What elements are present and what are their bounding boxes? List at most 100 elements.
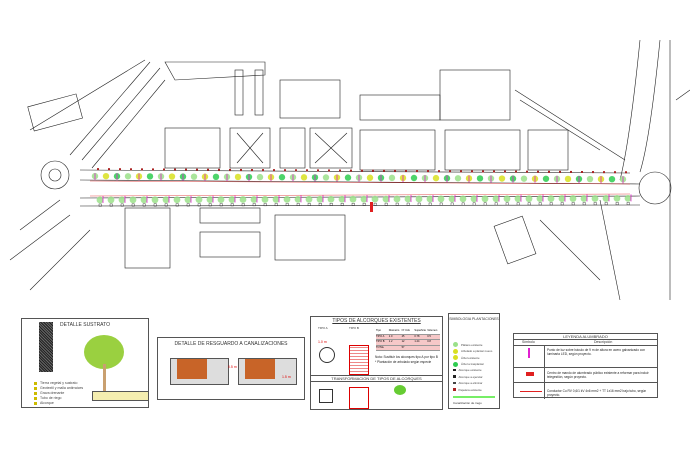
table-cell: 0.78 bbox=[414, 334, 420, 338]
pit-symbol bbox=[119, 168, 121, 171]
legend-label: Árbol a trasplantar bbox=[461, 362, 484, 366]
legend-symbol-icon bbox=[453, 355, 458, 360]
tree-symbol bbox=[580, 195, 588, 202]
tree-symbol bbox=[129, 196, 137, 204]
pit-symbol bbox=[626, 202, 630, 205]
pit-symbol bbox=[263, 203, 267, 207]
pit-symbol bbox=[384, 202, 388, 206]
legend-symbol-icon bbox=[453, 381, 456, 385]
pit-symbol bbox=[186, 203, 190, 207]
pit-symbol bbox=[438, 170, 440, 173]
street-plan bbox=[9, 39, 690, 301]
pit-symbol bbox=[383, 169, 385, 172]
pit-symbol bbox=[504, 170, 506, 173]
cable-line bbox=[89, 180, 631, 185]
tree-symbol bbox=[96, 196, 104, 204]
tree-symbol bbox=[459, 195, 467, 203]
pit-symbol bbox=[593, 202, 597, 206]
tree-symbol bbox=[184, 196, 192, 204]
tree-symbol bbox=[503, 195, 511, 203]
tree-symbol bbox=[613, 195, 621, 202]
dimension-label: 1.0 m bbox=[318, 340, 327, 344]
tree-symbol bbox=[520, 175, 528, 182]
pit-symbol bbox=[350, 169, 352, 172]
tree-symbol bbox=[602, 195, 610, 202]
tree-symbol bbox=[305, 195, 313, 203]
legend-symbol-icon bbox=[453, 361, 458, 367]
tree-symbol bbox=[388, 174, 396, 182]
legend-label: Alcorque existente bbox=[458, 368, 482, 372]
pit-symbol bbox=[505, 202, 509, 206]
tree-symbol bbox=[217, 196, 225, 203]
pit-types-panel: TIPOS DE ALCORQUES EXISTENTES TIPO A TIP… bbox=[310, 316, 443, 410]
pit-symbol bbox=[241, 203, 245, 207]
lamp-symbol bbox=[528, 348, 530, 358]
tree-symbol bbox=[228, 196, 236, 203]
legend-item: Árbol existente bbox=[453, 355, 480, 360]
pit-symbol bbox=[318, 203, 322, 206]
pit-detail-2 bbox=[238, 358, 297, 385]
tree-canopy-icon bbox=[84, 335, 124, 369]
tree-symbol bbox=[437, 195, 445, 203]
tree-symbol bbox=[558, 195, 566, 202]
legend-label: Alcorque bbox=[40, 401, 54, 405]
dimension-label: 0.5 m bbox=[228, 365, 237, 369]
pit-symbol bbox=[395, 202, 399, 206]
pit-transform-a bbox=[319, 389, 333, 403]
tree-symbol bbox=[547, 195, 555, 203]
pit-symbol bbox=[262, 169, 264, 172]
diagonal-road bbox=[29, 59, 166, 169]
tree-symbol bbox=[586, 175, 594, 183]
pit-symbol bbox=[98, 203, 102, 207]
tree-symbol bbox=[366, 174, 374, 181]
tree-symbol bbox=[146, 173, 154, 180]
tree-symbol bbox=[624, 194, 632, 202]
tree-symbol bbox=[448, 195, 456, 203]
legend-symbol-icon bbox=[453, 375, 456, 378]
pit-symbol bbox=[328, 169, 330, 172]
column-header: Descripción bbox=[594, 340, 613, 344]
pit-type-b-drawing bbox=[349, 345, 369, 375]
tree-symbol bbox=[118, 196, 126, 204]
tree-symbol bbox=[514, 195, 522, 203]
pit-transform-b bbox=[349, 387, 369, 409]
pit-symbol bbox=[603, 171, 605, 174]
legend-item: Arbolado a plantar nuevo bbox=[453, 348, 492, 354]
pit-symbol bbox=[251, 169, 253, 172]
pit-symbol bbox=[405, 169, 407, 172]
panel-title: LEYENDA ALUMBRADO bbox=[514, 334, 657, 340]
tree-symbol bbox=[410, 174, 418, 182]
tree-symbol bbox=[476, 175, 484, 182]
pit-symbol bbox=[526, 170, 528, 173]
pit-symbol bbox=[197, 203, 201, 207]
legend-item: Papelera existente bbox=[453, 388, 482, 392]
pit-symbol bbox=[230, 203, 234, 207]
pit-symbol bbox=[460, 170, 462, 173]
table-cell: TIPO B bbox=[376, 340, 385, 343]
note: * Plantación de arbolado según especie bbox=[375, 360, 432, 364]
pit-symbol bbox=[471, 170, 473, 173]
tree-symbol bbox=[168, 173, 176, 180]
tree-symbol bbox=[344, 174, 352, 181]
tree-symbol bbox=[140, 196, 148, 204]
pit-symbol bbox=[372, 169, 374, 172]
tree-symbol bbox=[300, 174, 308, 181]
tree-symbol bbox=[371, 195, 379, 203]
pit-symbol bbox=[538, 202, 542, 206]
irrigation-line-symbol bbox=[453, 396, 495, 398]
legend-symbol-icon bbox=[453, 368, 456, 372]
pit-symbol bbox=[482, 170, 484, 173]
cable-line bbox=[89, 193, 631, 197]
legend-description: Conductor Cu RV 0,6/1 kV 4x6 mm2 + TT 1x… bbox=[547, 389, 647, 397]
pit-symbol bbox=[130, 168, 132, 171]
pit-symbol bbox=[428, 202, 432, 206]
pit-symbol bbox=[219, 203, 223, 207]
tree-symbol bbox=[195, 196, 203, 204]
pit-symbol bbox=[252, 203, 256, 207]
tree-symbol bbox=[272, 196, 280, 203]
table-cell bbox=[427, 346, 440, 351]
legend-label: Plátano existente bbox=[461, 342, 483, 347]
table-cell: 1.2 bbox=[388, 340, 393, 343]
tree-symbol bbox=[492, 195, 500, 203]
